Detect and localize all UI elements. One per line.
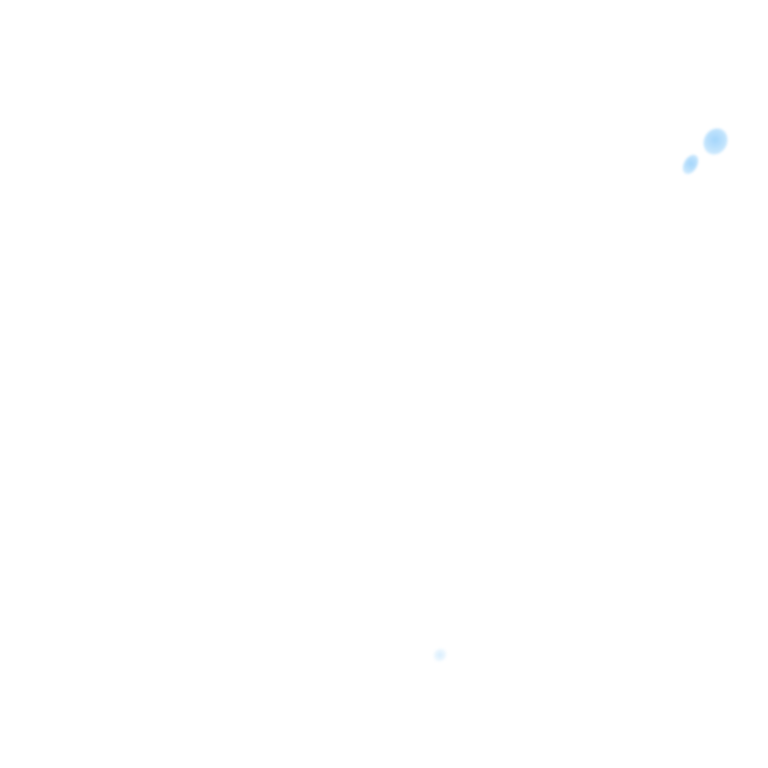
faint-blue-splash [430,645,450,665]
light-blue-splash-small [679,152,702,177]
light-blue-splash-large [699,124,732,159]
